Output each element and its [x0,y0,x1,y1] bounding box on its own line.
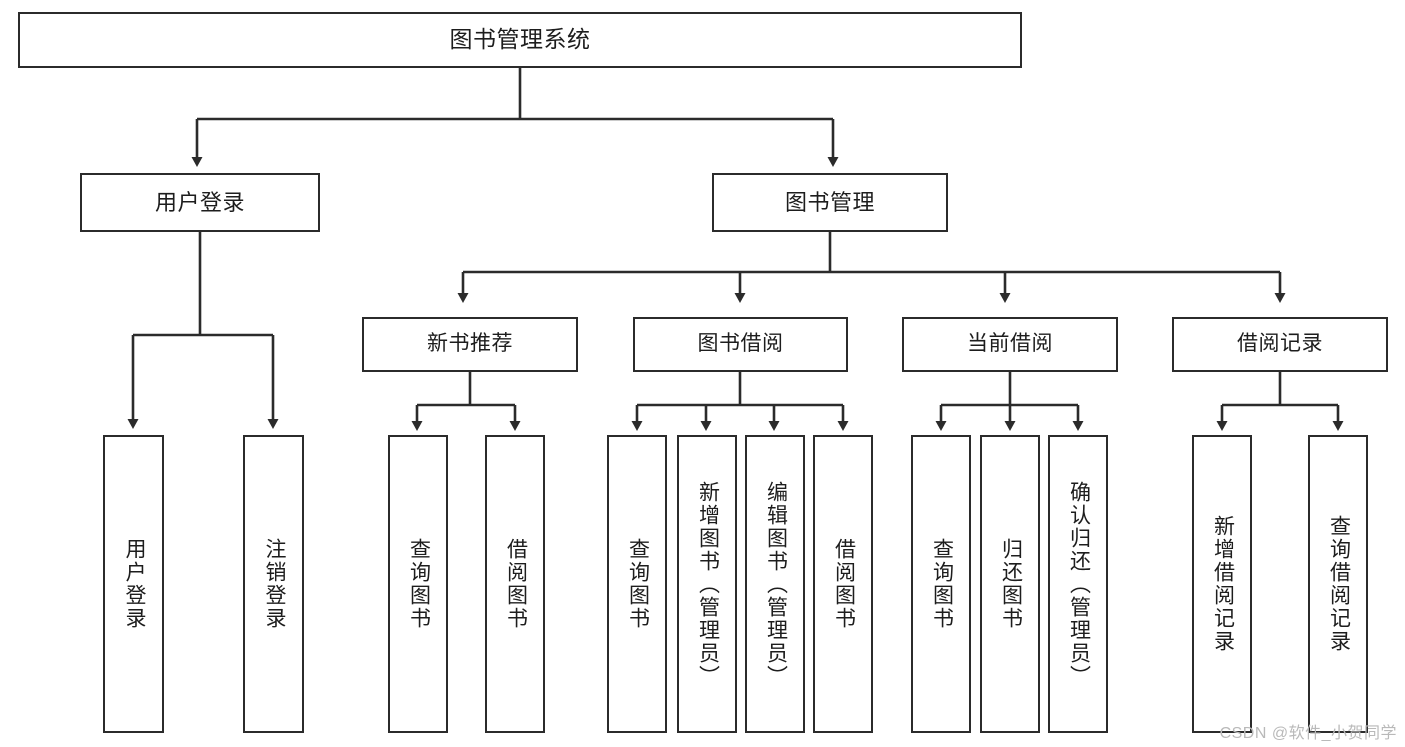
node-leaf-search-book-borrow[interactable]: 查询图书 [607,435,667,733]
node-leaf-confirm-return-admin-label: 确认归还（管理员） [1067,480,1091,688]
node-leaf-search-book-current-label: 查询图书 [930,538,954,630]
node-leaf-user-login-label: 用户登录 [122,538,146,630]
node-leaf-add-book-admin[interactable]: 新增图书（管理员） [677,435,737,733]
node-borrow-record[interactable]: 借阅记录 [1172,317,1388,372]
node-leaf-edit-book-admin-label: 编辑图书（管理员） [764,480,788,688]
node-leaf-search-book-new-label: 查询图书 [407,538,431,630]
node-leaf-user-login[interactable]: 用户登录 [103,435,164,733]
node-new-book-recommend-label: 新书推荐 [427,332,513,356]
csdn-watermark: CSDN @软件_小贺同学 [1219,725,1397,742]
node-leaf-return-book[interactable]: 归还图书 [980,435,1040,733]
node-leaf-return-book-label: 归还图书 [999,538,1023,630]
node-leaf-add-borrow-record[interactable]: 新增借阅记录 [1192,435,1252,733]
node-leaf-search-book-borrow-label: 查询图书 [626,538,650,630]
node-user-login-label: 用户登录 [154,189,245,215]
node-leaf-logout[interactable]: 注销登录 [243,435,304,733]
node-leaf-borrow-book[interactable]: 借阅图书 [813,435,873,733]
node-leaf-logout-label: 注销登录 [262,538,286,630]
node-book-manage[interactable]: 图书管理 [712,173,948,232]
node-leaf-add-borrow-record-label: 新增借阅记录 [1211,515,1235,653]
node-current-borrow[interactable]: 当前借阅 [902,317,1118,372]
node-new-book-recommend[interactable]: 新书推荐 [362,317,578,372]
node-leaf-search-borrow-record[interactable]: 查询借阅记录 [1308,435,1368,733]
node-leaf-search-borrow-record-label: 查询借阅记录 [1327,515,1351,653]
node-borrow-record-label: 借阅记录 [1237,332,1323,356]
node-leaf-edit-book-admin[interactable]: 编辑图书（管理员） [745,435,805,733]
node-leaf-borrow-book-label: 借阅图书 [832,538,856,630]
node-leaf-borrow-book-new[interactable]: 借阅图书 [485,435,545,733]
node-book-borrow-label: 图书借阅 [697,332,784,356]
node-root-system[interactable]: 图书管理系统 [18,12,1022,68]
node-root-label: 图书管理系统 [449,26,591,53]
node-book-manage-label: 图书管理 [784,189,875,215]
node-leaf-confirm-return-admin[interactable]: 确认归还（管理员） [1048,435,1108,733]
node-current-borrow-label: 当前借阅 [967,332,1053,356]
node-leaf-search-book-new[interactable]: 查询图书 [388,435,448,733]
node-book-borrow[interactable]: 图书借阅 [633,317,848,372]
node-user-login[interactable]: 用户登录 [80,173,320,232]
node-leaf-borrow-book-new-label: 借阅图书 [504,538,528,630]
node-leaf-add-book-admin-label: 新增图书（管理员） [696,480,720,688]
node-leaf-search-book-current[interactable]: 查询图书 [911,435,971,733]
